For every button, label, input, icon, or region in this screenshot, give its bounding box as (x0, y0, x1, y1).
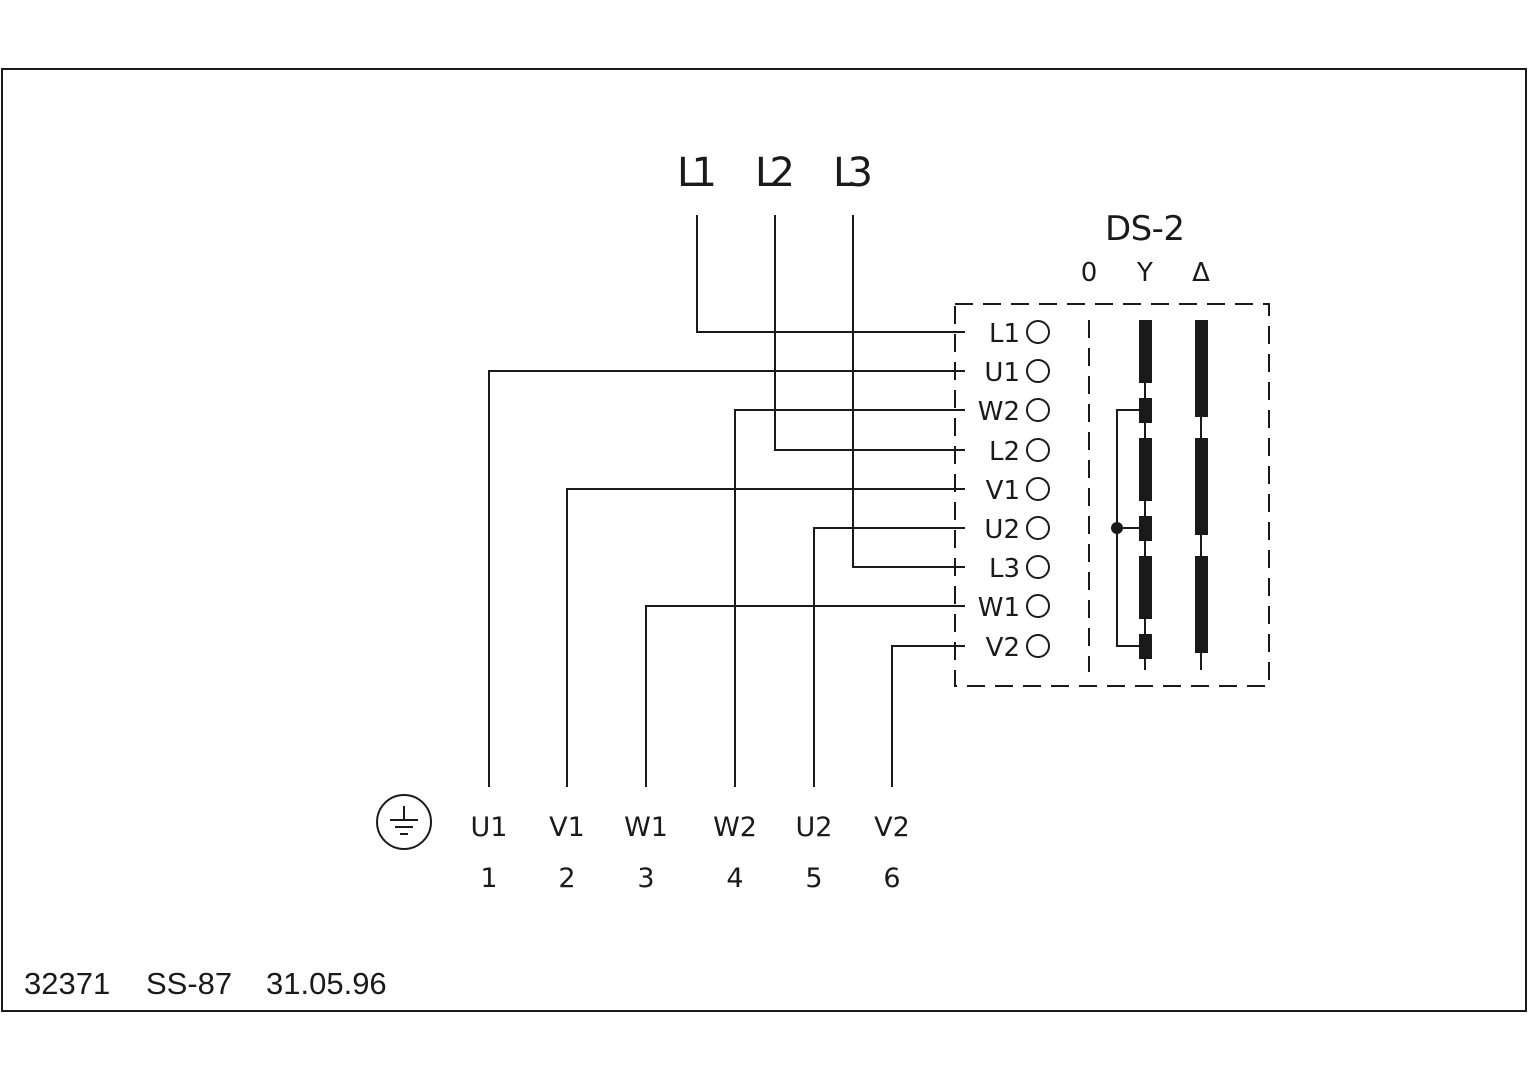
position-off: 0 (1081, 258, 1098, 288)
wire-w2 (734, 409, 965, 787)
supply-l3: L3 (833, 150, 873, 196)
wire-w1 (645, 605, 965, 787)
terminal-circle-icon (1026, 594, 1050, 618)
motor-terminal-label: U2 (796, 812, 833, 843)
terminal-circle-icon (1026, 555, 1050, 579)
terminal-label: L3 (989, 554, 1020, 584)
terminal-circle-icon (1026, 398, 1050, 422)
drawing-code: SS-87 (146, 966, 232, 1001)
switch-name: DS-2 (1105, 209, 1185, 249)
supply-labels: L1 L2 L3 (677, 150, 873, 196)
motor-terminal-label: U1 (471, 812, 508, 843)
terminal-label: W2 (978, 397, 1020, 427)
motor-terminal-number: 6 (883, 863, 900, 894)
terminal-label: U1 (984, 358, 1020, 388)
motor-terminal-label: W2 (713, 812, 757, 843)
position-delta: Δ (1192, 258, 1210, 288)
terminal-circle-icon (1026, 359, 1050, 383)
terminal-circle-icon (1026, 634, 1050, 658)
terminal-label: L1 (989, 319, 1020, 349)
protective-earth-icon (376, 794, 432, 850)
wire-l3 (852, 215, 965, 568)
wire-l1 (696, 215, 965, 333)
motor-terminal-label: V2 (874, 812, 910, 843)
motor-terminal-label: W1 (624, 812, 668, 843)
supply-l2: L2 (755, 150, 795, 196)
supply-l1: L1 (677, 150, 717, 196)
drawing-frame (1, 68, 1527, 1012)
motor-terminal-number: 1 (480, 863, 497, 894)
wire-v1 (566, 488, 965, 787)
terminal-label: W1 (978, 593, 1020, 623)
star-point-icon (1111, 522, 1123, 534)
title-block: 32371 SS-87 31.05.96 (24, 966, 387, 1001)
position-star: Y (1136, 258, 1153, 288)
switch-terminals: L1 U1 W2 L2 V1 U2 L3 W1 V2 (978, 319, 1050, 663)
wire-l2 (774, 215, 965, 451)
terminal-label: V2 (986, 633, 1020, 663)
motor-terminal-number: 5 (805, 863, 822, 894)
terminal-circle-icon (1026, 477, 1050, 501)
drawing-number: 32371 (24, 966, 110, 1001)
wire-u2 (813, 527, 965, 787)
delta-contacts (1195, 320, 1208, 670)
terminal-label: L2 (989, 437, 1020, 467)
motor-terminal-number: 4 (726, 863, 743, 894)
motor-terminal-label: V1 (549, 812, 585, 843)
switch-ds2: DS-2 0 Y Δ L1 U1 W2 L2 V1 U2 L3 W1 V2 (954, 209, 1270, 687)
terminal-circle-icon (1026, 320, 1050, 344)
motor-terminal-number: 2 (558, 863, 575, 894)
drawing-date: 31.05.96 (266, 966, 387, 1001)
motor-terminal-number: 3 (637, 863, 654, 894)
terminal-label: U2 (984, 515, 1020, 545)
terminal-circle-icon (1026, 516, 1050, 540)
wires (488, 215, 965, 787)
terminal-label: V1 (986, 476, 1020, 506)
star-contacts (1111, 320, 1152, 670)
wire-v2 (891, 645, 965, 787)
terminal-circle-icon (1026, 438, 1050, 462)
switch-enclosure (954, 303, 1270, 687)
motor-terminals: U1 V1 W1 W2 U2 V2 1 2 3 4 5 6 (376, 794, 910, 894)
wire-u1 (488, 370, 965, 787)
